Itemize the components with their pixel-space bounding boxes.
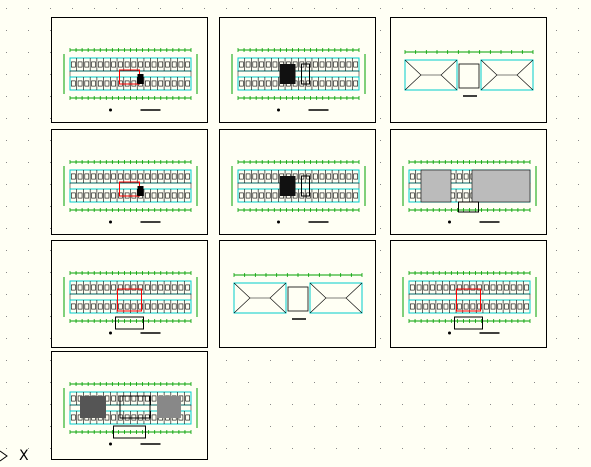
sheet-drawing — [63, 160, 198, 224]
sheet-drawing — [231, 48, 366, 112]
drawing-sheet-10[interactable] — [51, 351, 208, 460]
sheet-drawing — [233, 273, 363, 320]
sheet-drawing — [63, 48, 198, 112]
drawing-sheet-5[interactable] — [219, 129, 376, 235]
drawing-sheet-2[interactable] — [219, 17, 376, 123]
sheet-drawing — [402, 160, 537, 224]
sheet-drawing — [404, 50, 534, 97]
drawing-sheet-1[interactable] — [51, 17, 208, 123]
drawing-sheet-7[interactable] — [51, 240, 208, 348]
drawing-sheet-3[interactable] — [390, 17, 547, 123]
sheet-drawing — [402, 271, 537, 335]
drawing-sheet-6[interactable] — [390, 129, 547, 235]
drawing-sheet-9[interactable] — [390, 240, 547, 348]
drawing-sheet-8[interactable] — [219, 240, 376, 348]
sheet-drawing — [63, 271, 198, 335]
ucs-axis-icon — [0, 450, 8, 462]
ucs-x-label: X — [19, 448, 29, 464]
sheet-drawing — [63, 382, 198, 446]
drawing-sheet-4[interactable] — [51, 129, 208, 235]
sheet-drawing — [231, 160, 366, 224]
